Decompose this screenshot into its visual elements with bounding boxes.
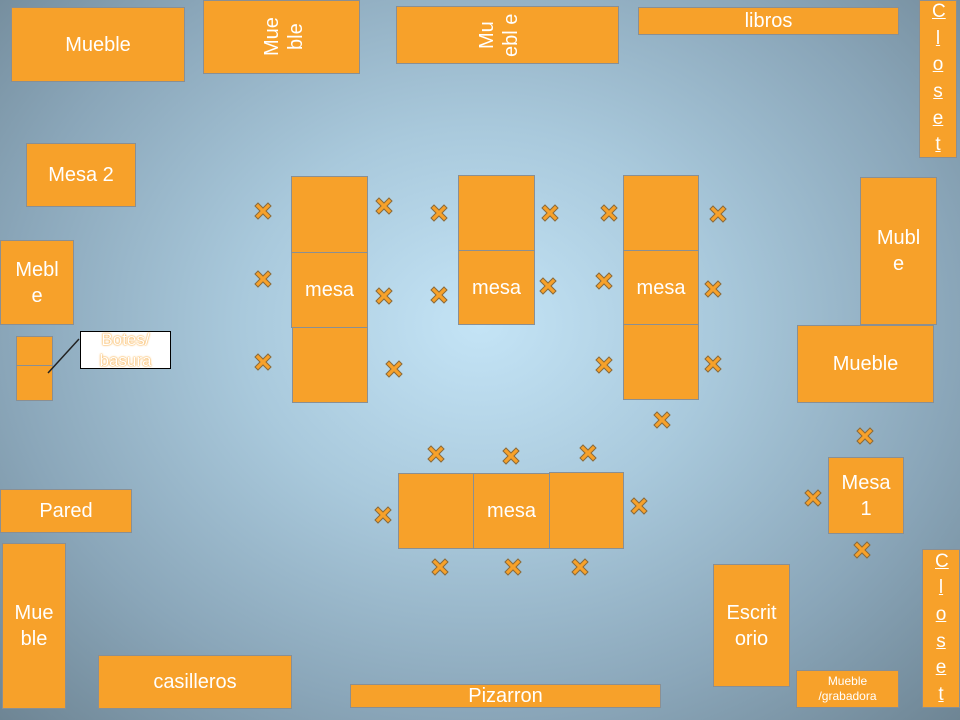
x-mark-icon (627, 494, 651, 518)
bins-label: Botes/ basura (99, 329, 152, 370)
x-mark-icon (427, 201, 451, 225)
x-mark-icon (706, 202, 730, 226)
mueble-left-bottom: Mue ble (2, 543, 66, 709)
mubl-label: Mubl e (876, 227, 921, 275)
mueble-top-left-label: Mueble (65, 33, 131, 56)
x-mark-icon (592, 353, 616, 377)
mesa-2: Mesa 2 (26, 143, 136, 207)
mueble-right: Mueble (797, 325, 934, 403)
table-2-bottom: mesa (458, 250, 535, 325)
pizarron: Pizarron (350, 684, 661, 708)
table-4-right (549, 472, 624, 549)
x-mark-icon (650, 408, 674, 432)
mueble-right-tall: Mubl e (860, 177, 937, 325)
mueble-left-bottom-label: Mue ble (14, 602, 54, 650)
x-mark-icon (850, 538, 874, 562)
mueble-top-2: Mu ebl e (396, 6, 619, 64)
x-mark-icon (592, 269, 616, 293)
mebl-label: Mebl e (15, 258, 59, 307)
table-4-left (398, 473, 475, 549)
closet-bottom-label: Closet (935, 550, 949, 705)
pizarron-label: Pizarron (468, 685, 543, 707)
mueble-right-label: Mueble (832, 353, 899, 375)
table-1-top (291, 176, 368, 253)
pared-label: Pared (39, 500, 93, 522)
casilleros: casilleros (98, 655, 292, 709)
x-mark-icon (801, 486, 825, 510)
x-mark-icon (424, 442, 448, 466)
table-1-mid: mesa (291, 252, 368, 328)
x-mark-icon (251, 199, 275, 223)
table-2-top (458, 175, 535, 252)
x-mark-icon (371, 503, 395, 527)
mueble-grabadora-label: Mueble /grabadora (818, 674, 877, 703)
table-4-label: mesa (487, 500, 536, 522)
x-mark-icon (372, 284, 396, 308)
table-2-label: mesa (472, 276, 521, 299)
casilleros-label: casilleros (153, 671, 237, 693)
x-mark-icon (251, 350, 275, 374)
libros-shelf: libros (638, 7, 899, 35)
mesa-1-label: Mesa 1 (841, 471, 891, 520)
mueble-top-1: Mue ble (203, 0, 360, 74)
x-mark-icon (501, 555, 525, 579)
trash-bin-1 (16, 336, 53, 366)
table-3-top (623, 175, 699, 252)
table-3-mid: mesa (623, 250, 699, 326)
mueble-left-small: Mebl e (0, 240, 74, 325)
x-mark-icon (427, 283, 451, 307)
pared: Pared (0, 489, 132, 533)
x-mark-icon (576, 441, 600, 465)
x-mark-icon (536, 274, 560, 298)
x-mark-icon (568, 555, 592, 579)
bins-label-box: Botes/ basura (80, 329, 171, 370)
trash-bin-2 (16, 365, 53, 401)
closet-top: Closet (919, 0, 957, 158)
mueble-top-2-label: Mu ebl e (475, 13, 522, 57)
mesa-2-label: Mesa 2 (48, 164, 114, 186)
x-mark-icon (853, 424, 877, 448)
table-3-bottom (623, 324, 699, 400)
x-mark-icon (701, 277, 725, 301)
bins-pointer-line (47, 338, 80, 374)
table-4-mid: mesa (473, 473, 550, 549)
mueble-grabadora: Mueble /grabadora (796, 670, 899, 708)
x-mark-icon (701, 352, 725, 376)
mueble-top-1-label: Mue ble (260, 17, 307, 57)
x-mark-icon (251, 267, 275, 291)
x-mark-icon (382, 357, 406, 381)
escritorio: Escrit orio (713, 564, 790, 687)
x-mark-icon (499, 444, 523, 468)
libros-label: libros (744, 10, 793, 32)
closet-top-label: Closet (932, 1, 946, 156)
table-3-label: mesa (636, 277, 686, 299)
x-mark-icon (538, 201, 562, 225)
x-mark-icon (372, 194, 396, 218)
closet-bottom: Closet (922, 549, 960, 708)
mesa-1: Mesa 1 (828, 457, 904, 534)
x-mark-icon (428, 555, 452, 579)
table-1-label: mesa (305, 279, 354, 301)
escritorio-label: Escrit orio (726, 601, 777, 650)
mueble-top-left: Mueble (11, 7, 185, 82)
x-mark-icon (597, 201, 621, 225)
table-1-bottom (292, 327, 368, 403)
